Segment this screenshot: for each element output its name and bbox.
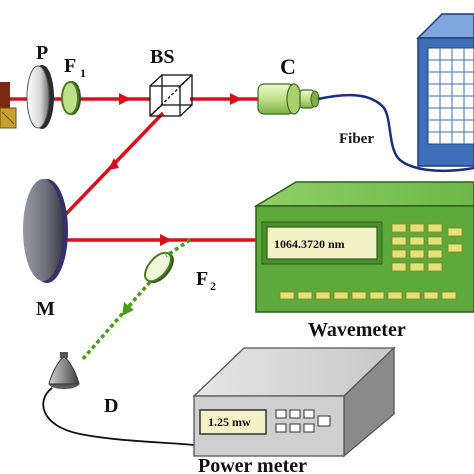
beam-arrows xyxy=(108,93,242,246)
fiber-label: Fiber xyxy=(339,131,374,147)
power-meter-display-readout: 1.25 mw xyxy=(208,415,251,429)
spectrometer xyxy=(416,13,474,167)
power-meter-label: Power meter xyxy=(198,455,307,474)
wavemeter-display-readout: 1064.3720 nm xyxy=(274,237,345,251)
filtered-beam xyxy=(80,238,191,362)
polarizer-label: P xyxy=(36,42,48,64)
beam-splitter xyxy=(149,74,193,117)
mirror-label: M xyxy=(36,298,55,320)
filter-f2-subscript: 2 xyxy=(210,279,216,293)
filter-f2 xyxy=(144,251,174,284)
filter-f1-label: F xyxy=(64,55,76,77)
mirror xyxy=(23,179,68,283)
laser-source xyxy=(0,82,17,129)
wavemeter xyxy=(253,181,474,313)
power-meter xyxy=(192,346,396,458)
polarizer xyxy=(26,65,54,129)
optical-fiber xyxy=(317,93,474,173)
detector xyxy=(48,352,80,389)
wavemeter-label: Wavemeter xyxy=(308,319,406,341)
filter-f1 xyxy=(61,81,81,115)
detector-cable xyxy=(42,387,205,447)
coupler-label: C xyxy=(280,54,296,79)
filter-f1-subscript: 1 xyxy=(80,66,86,80)
detector-label: D xyxy=(104,395,118,417)
fiber-coupler xyxy=(257,83,320,115)
beam-splitter-label: BS xyxy=(150,46,174,68)
filter-f2-label: F xyxy=(196,268,208,290)
